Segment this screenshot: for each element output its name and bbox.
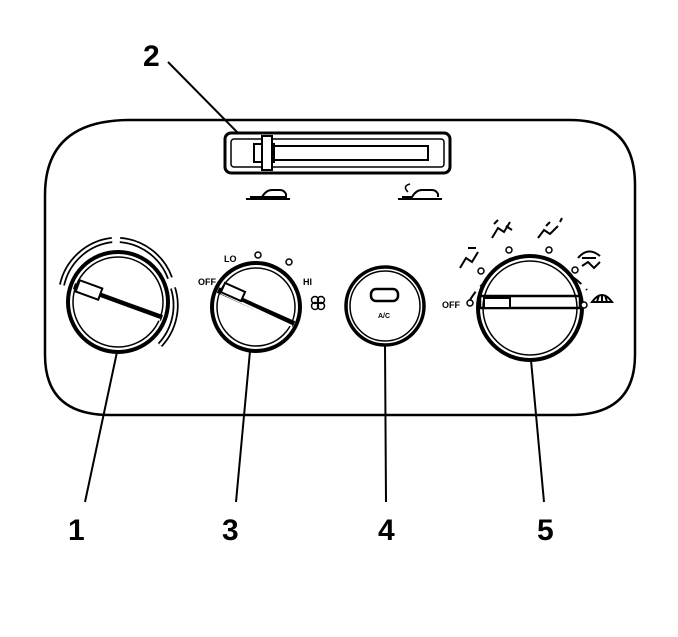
callout-1: 1 [68,514,85,547]
outside-air-icon [246,189,290,200]
callout-2: 2 [143,40,160,73]
mode-off-label: OFF [442,300,460,310]
slider-handle[interactable] [253,135,275,171]
callout-3: 3 [222,514,239,547]
mode-detent-dot [545,246,553,254]
mode-detent-dot [466,299,474,307]
temperature-knob-scale [59,237,179,348]
fan-detent-dot [254,251,262,259]
callout-4: 4 [378,514,395,547]
fan-hi-label: HI [303,277,312,287]
control-panel-outline [43,118,637,417]
mode-detent-dot [571,266,579,274]
leader-line-3 [235,350,251,503]
fan-off-label: OFF [198,277,216,287]
mode-detent-dot [477,267,485,275]
recirculate-air-icon [398,183,442,200]
defrost-icon [590,294,614,303]
vent-icon [459,247,479,269]
ac-button[interactable]: A/C [344,265,426,347]
mode-detent-dot [580,301,588,309]
leader-line-2 [167,61,239,134]
ac-button-label: A/C [378,313,390,320]
recirculation-slider[interactable] [223,131,452,175]
bi-level-icon [491,219,513,239]
fan-lo-label: LO [224,254,237,264]
floor-icon [537,217,563,239]
leader-line-5 [530,359,545,503]
callout-5: 5 [537,514,554,547]
floor-defrost-icon [577,250,601,270]
fan-speed-knob[interactable] [210,261,302,353]
leader-line-4 [384,344,387,503]
mode-knob[interactable] [476,254,584,362]
temperature-knob[interactable] [66,250,170,354]
fan-detent-dot [285,258,293,266]
mode-detent-dot [505,246,513,254]
leader-line-1 [84,351,118,503]
fan-icon [310,295,326,311]
